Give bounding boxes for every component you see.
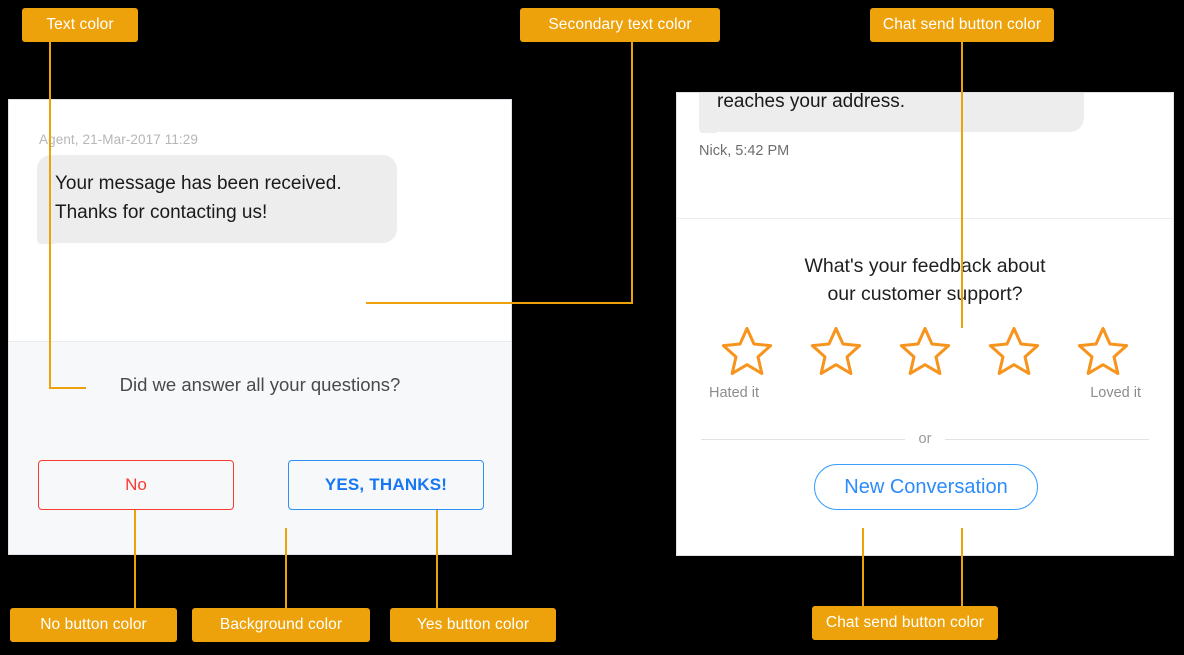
left-chat-widget: Agent, 21-Mar-2017 11:29 Your message ha… (8, 99, 512, 555)
section-divider (9, 341, 511, 342)
agent-message-bubble: Your message has been received. Thanks f… (37, 155, 397, 244)
survey-question-line-1: What's your feedback about (804, 255, 1046, 277)
leader-line-no-button (134, 510, 136, 610)
star-icon-3[interactable] (897, 324, 953, 378)
tag-yes-button-color[interactable]: Yes button color (390, 608, 556, 642)
leader-line-send-button-bottom-left (862, 528, 864, 608)
or-divider: or (701, 431, 1149, 447)
visitor-message-text: reaches your address. (717, 93, 905, 112)
feedback-survey: What's your feedback about our customer … (677, 219, 1173, 555)
leader-line-secondary-text-vertical (631, 42, 633, 304)
leader-line-yes-button (436, 510, 438, 610)
survey-divider (677, 218, 1173, 219)
tag-text-color[interactable]: Text color (22, 8, 138, 42)
leader-line-background-color (285, 528, 287, 610)
leader-line-text-color-horizontal (49, 387, 86, 389)
survey-question-line-2: our customer support? (827, 283, 1023, 305)
right-chat-widget: reaches your address. Nick, 5:42 PM What… (676, 92, 1174, 556)
tag-secondary-text-color[interactable]: Secondary text color (520, 8, 720, 42)
leader-line-text-color-vertical (49, 42, 51, 388)
yes-thanks-button[interactable]: YES, THANKS! (288, 460, 484, 510)
tag-no-button-color[interactable]: No button color (10, 608, 177, 642)
agent-message-text: Your message has been received. Thanks f… (55, 173, 342, 223)
star-icon-5[interactable] (1075, 324, 1131, 378)
divider-line-left (701, 438, 905, 440)
tag-chat-send-button-color-top[interactable]: Chat send button color (870, 8, 1054, 42)
leader-line-send-button-top (961, 42, 963, 328)
star-icon-2[interactable] (808, 324, 864, 378)
rating-low-label: Hated it (709, 385, 759, 401)
star-icon-4[interactable] (986, 324, 1042, 378)
or-label: or (918, 431, 932, 447)
divider-line-right (945, 438, 1149, 440)
star-rating[interactable] (677, 324, 1173, 378)
leader-line-secondary-text-horizontal (366, 302, 633, 304)
star-icon-1[interactable] (719, 324, 775, 378)
tag-background-color[interactable]: Background color (192, 608, 370, 642)
rating-high-label: Loved it (1090, 385, 1141, 401)
left-chat-transcript: Agent, 21-Mar-2017 11:29 Your message ha… (9, 100, 511, 432)
star-rating-labels: Hated it Loved it (677, 385, 1173, 401)
leader-line-send-button-bottom-right (961, 528, 963, 608)
visitor-message-bubble: reaches your address. (699, 93, 1084, 133)
agent-message-meta: Agent, 21-Mar-2017 11:29 (39, 132, 199, 147)
new-conversation-button[interactable]: New Conversation (814, 464, 1038, 510)
visitor-message-meta: Nick, 5:42 PM (699, 143, 790, 159)
right-chat-transcript: reaches your address. Nick, 5:42 PM (677, 93, 1173, 218)
left-prompt-area: Did we answer all your questions? No YES… (9, 342, 511, 554)
survey-question: What's your feedback about our customer … (677, 252, 1173, 308)
prompt-question: Did we answer all your questions? (119, 374, 401, 395)
tag-chat-send-button-color-bottom[interactable]: Chat send button color (812, 606, 998, 640)
no-button[interactable]: No (38, 460, 234, 510)
